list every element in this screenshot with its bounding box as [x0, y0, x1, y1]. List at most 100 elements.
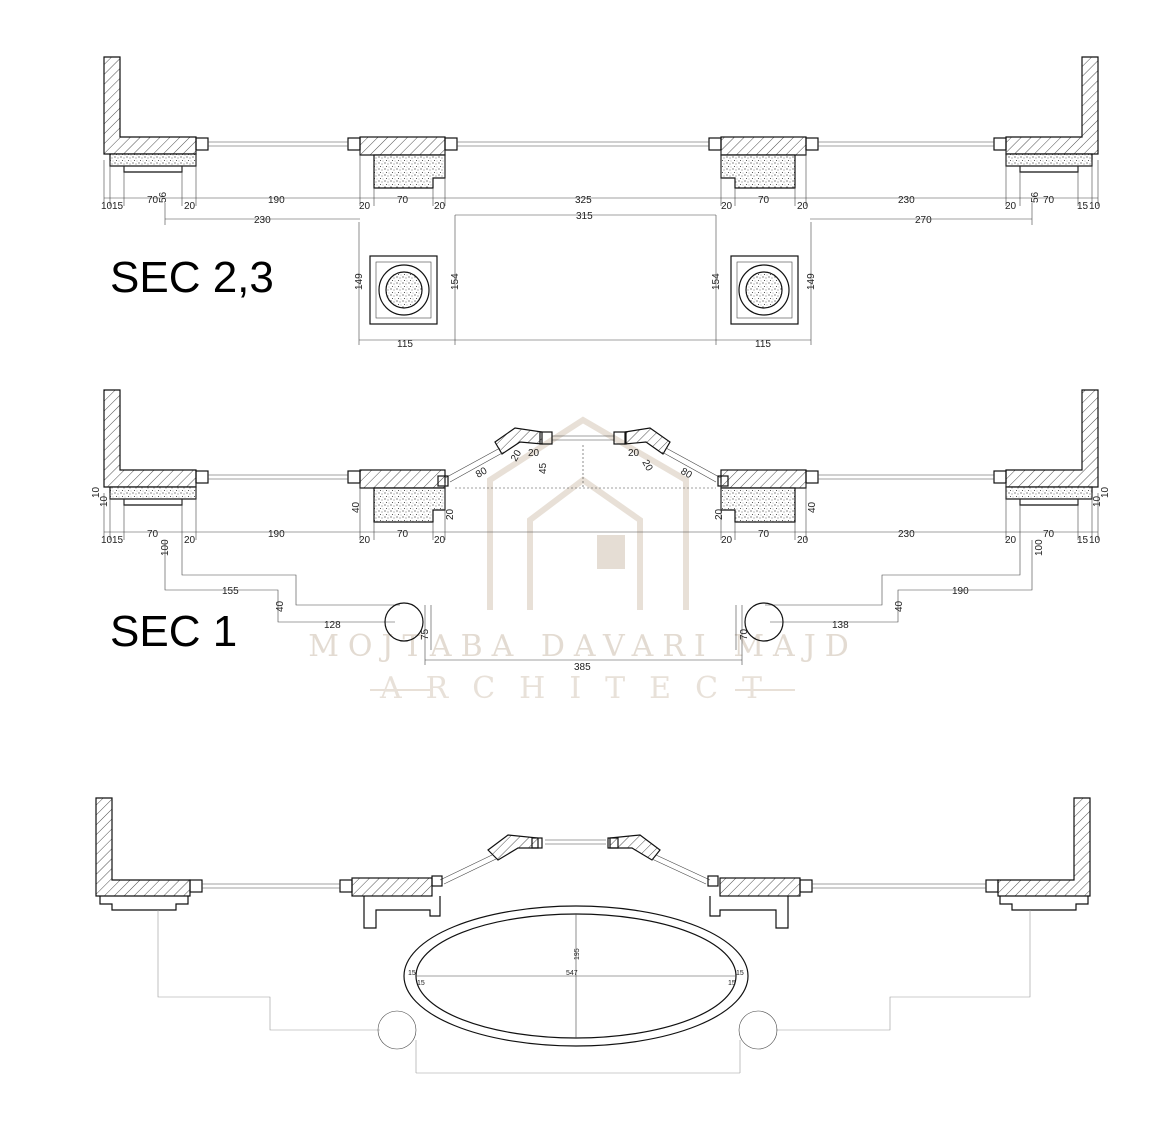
dim-label: 80 [474, 465, 490, 480]
dim-label: 100 [1034, 539, 1045, 556]
dim-label: 149 [354, 273, 365, 290]
dim-label: 10 [1092, 495, 1103, 507]
dim-label: 15 [736, 970, 744, 977]
dim-label: 70 [147, 529, 159, 540]
dim-label: 20 [184, 535, 196, 546]
dimensions-row1: 10 15 70 56 20 190 20 70 20 325 20 70 20… [101, 191, 1101, 212]
dim-label: 70 [1043, 529, 1055, 540]
dim-label: 45 [538, 462, 549, 474]
watermark-role: ARCHITECT [379, 671, 786, 706]
dim-label: 70 [758, 195, 770, 206]
section-title-1: SEC 1 [110, 607, 237, 656]
dim-label: 20 [639, 458, 654, 474]
dim-label: 15 [728, 980, 736, 987]
dim-label: 115 [755, 339, 771, 350]
watermark: MOJTABA DAVARI MAJD ARCHITECT [308, 416, 858, 706]
dim-label: 138 [832, 620, 849, 631]
dim-label: 10 [101, 201, 113, 212]
dim-label: 10 [1089, 535, 1101, 546]
section-1: SEC 1 [91, 389, 1111, 673]
dim-label: 270 [915, 215, 932, 226]
section-title-2-3: SEC 2,3 [110, 253, 274, 302]
dim-label: 20 [1005, 201, 1017, 212]
dim-label: 40 [807, 501, 818, 513]
left-sill [109, 153, 197, 167]
dim-label: 128 [324, 620, 341, 631]
dimensions-side: 10 10 40 40 20 20 10 10 [91, 486, 1111, 520]
dim-label: 20 [714, 508, 725, 520]
dim-label: 230 [898, 195, 915, 206]
dim-label: 70 [739, 628, 750, 640]
dim-label: 70 [147, 195, 159, 206]
dim-label: 115 [397, 339, 413, 350]
dim-label: 40 [351, 501, 362, 513]
watermark-name: MOJTABA DAVARI MAJD [308, 629, 858, 664]
dim-label: 20 [797, 535, 809, 546]
dim-label: 70 [758, 529, 770, 540]
column-round-left [384, 602, 424, 642]
bay-window [437, 427, 729, 487]
dim-label: 547 [566, 970, 578, 977]
left-wall [103, 56, 197, 155]
dim-label: 10 [91, 486, 102, 498]
dimensions-row2: 230 315 270 [254, 211, 932, 226]
dim-label: 325 [575, 195, 592, 206]
column-round-right [744, 602, 784, 642]
dimensions-offsets: 100 155 190 40 40 128 138 75 70 385 [222, 539, 1045, 673]
dim-label: 149 [806, 273, 817, 290]
dim-label: 10 [1089, 201, 1101, 212]
dim-label: 15 [112, 201, 124, 212]
dim-label: 20 [359, 535, 371, 546]
dim-label: 15 [408, 970, 416, 977]
dim-label: 80 [679, 466, 695, 481]
oval-feature: 547 195 15 15 15 15 [403, 905, 749, 1047]
dimensions-sec1-row1: 10 15 70 20 190 20 70 20 20 70 20 230 20… [101, 529, 1101, 546]
dim-label: 230 [898, 529, 915, 540]
dim-label: 154 [711, 273, 722, 290]
pier-right [720, 136, 807, 156]
dim-label: 70 [397, 529, 409, 540]
dim-label: 195 [574, 948, 581, 960]
dim-label: 154 [450, 273, 461, 290]
dimensions-columns: 149 154 154 149 115 115 [354, 273, 817, 350]
dim-label: 20 [434, 201, 446, 212]
dim-label: 190 [268, 195, 285, 206]
dim-label: 20 [628, 448, 640, 459]
dim-label: 190 [952, 586, 969, 597]
dim-label: 70 [397, 195, 409, 206]
dim-label: 20 [184, 201, 196, 212]
dim-label: 56 [1030, 191, 1041, 203]
dim-label: 40 [894, 600, 905, 612]
right-sill [1005, 153, 1093, 167]
dim-label: 20 [509, 448, 524, 464]
plan-view: 547 195 15 15 15 15 [95, 797, 1091, 1074]
dim-label: 20 [1005, 535, 1017, 546]
dim-label: 315 [576, 211, 593, 222]
dim-label: 20 [434, 535, 446, 546]
right-wall [1005, 56, 1099, 155]
dim-label: 20 [721, 201, 733, 212]
dim-label: 20 [797, 201, 809, 212]
dim-label: 15 [417, 980, 425, 987]
dim-label: 20 [721, 535, 733, 546]
dim-label: 155 [222, 586, 239, 597]
dim-label: 230 [254, 215, 271, 226]
dim-label: 10 [99, 495, 110, 507]
dim-label: 20 [445, 508, 456, 520]
dim-label: 20 [528, 448, 540, 459]
pier-left [359, 136, 446, 156]
dim-label: 75 [420, 628, 431, 640]
dim-label: 385 [574, 662, 591, 673]
dim-label: 15 [112, 535, 124, 546]
column-right [730, 255, 799, 325]
dim-label: 190 [268, 529, 285, 540]
dim-label: 100 [160, 539, 171, 556]
dim-label: 40 [275, 600, 286, 612]
dim-label: 70 [1043, 195, 1055, 206]
dim-label: 15 [1077, 201, 1089, 212]
dim-label: 56 [158, 191, 169, 203]
dim-label: 10 [1100, 486, 1111, 498]
dim-label: 20 [359, 201, 371, 212]
dim-label: 15 [1077, 535, 1089, 546]
